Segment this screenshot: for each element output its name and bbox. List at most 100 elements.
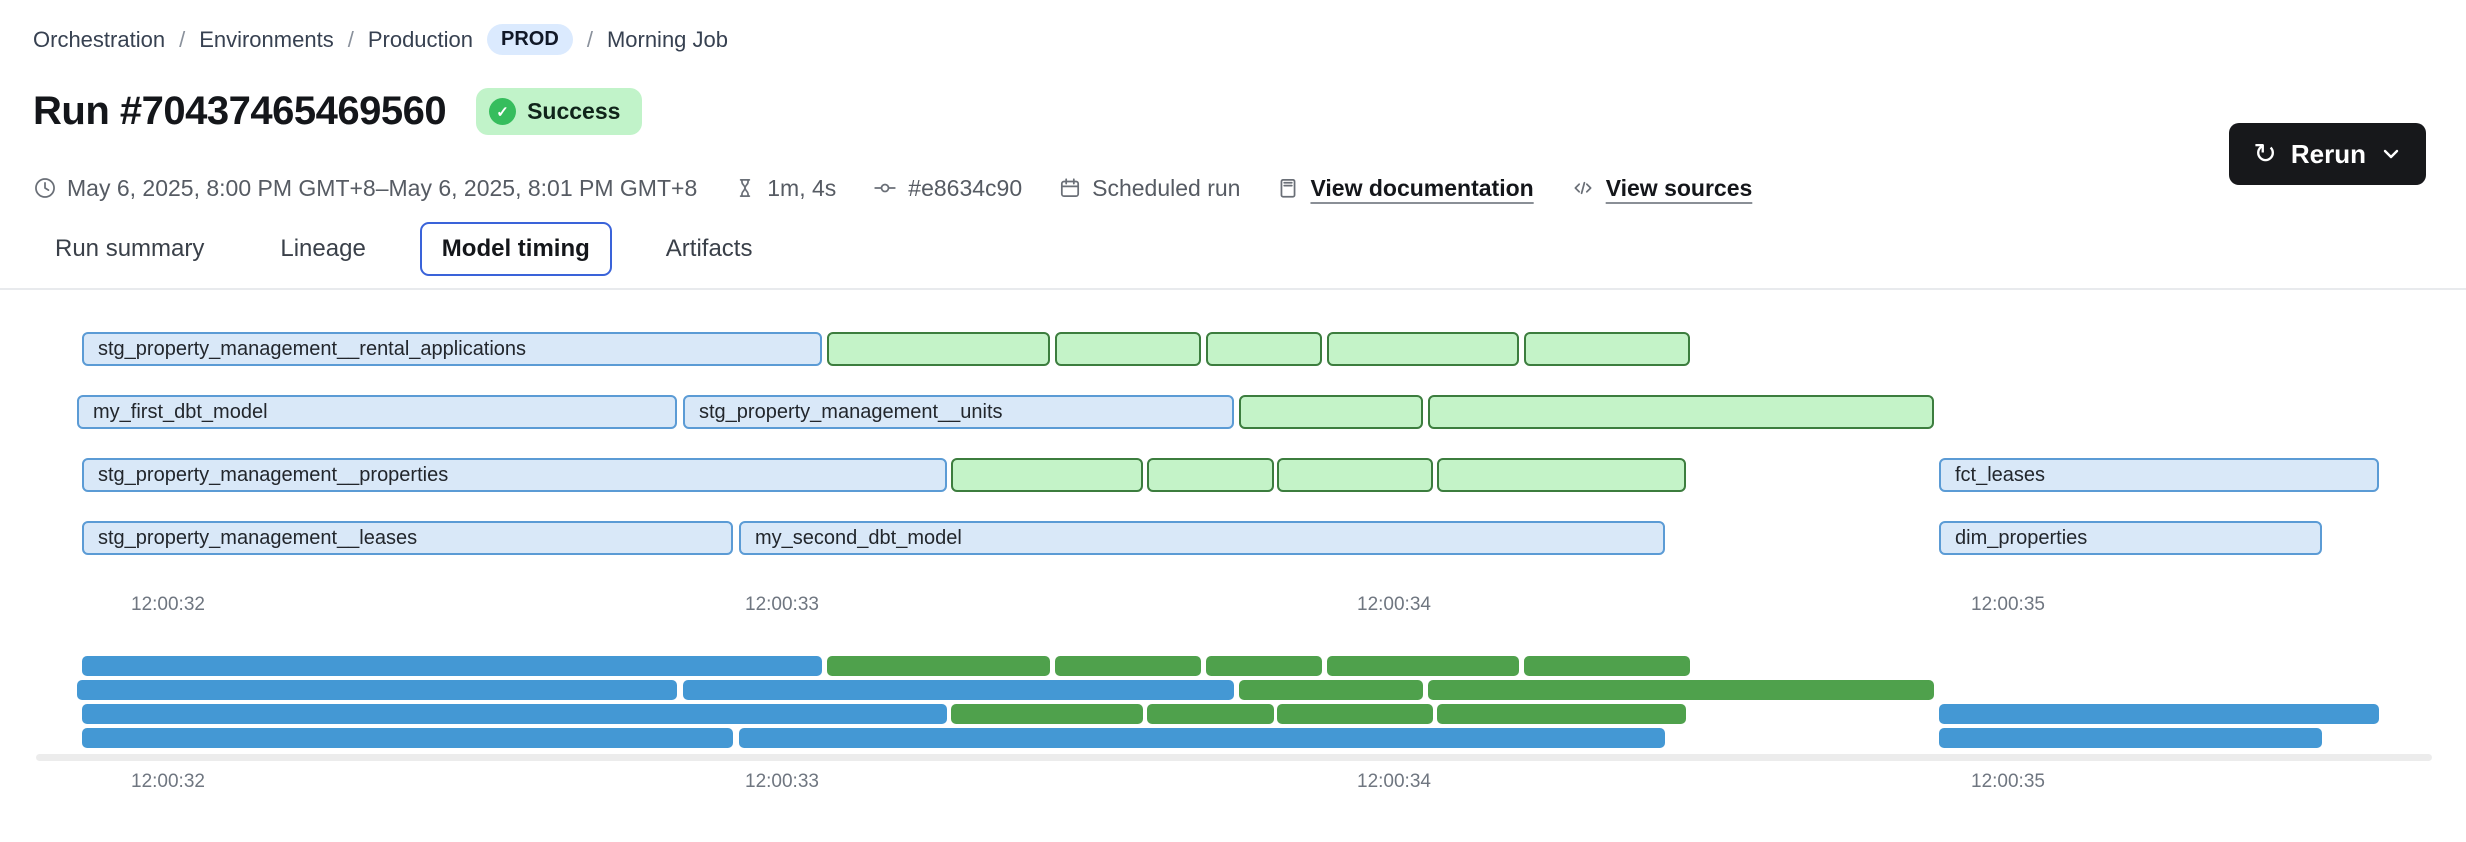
gantt-bar[interactable] [1437, 704, 1686, 724]
axis-tick-12-00-32: 12:00:32 [131, 771, 205, 792]
tab-model-timing[interactable]: Model timing [419, 222, 612, 276]
commit-icon [874, 183, 896, 193]
rerun-button[interactable]: ↻ Rerun [2229, 123, 2426, 185]
gantt-bar-label: stg_property_management__rental_applicat… [98, 338, 527, 360]
gantt-bar[interactable] [1147, 458, 1274, 492]
breadcrumb: Orchestration / Environments / Production PRO… [33, 24, 728, 55]
gantt-bar-stg-property-management-rental-applications[interactable] [82, 656, 822, 676]
env-badge-prod: PROD [487, 24, 573, 55]
gantt-bar[interactable] [1327, 656, 1519, 676]
run-trigger: Scheduled run [1058, 175, 1240, 202]
minimap-time-axis: 12:00:32 12:00:33 12:00:34 12:00:35 [0, 771, 2466, 797]
axis-tick-12-00-34: 12:00:34 [1357, 771, 1431, 792]
axis-tick-12-00-33: 12:00:33 [745, 594, 819, 615]
gantt-bar-dim-properties[interactable] [1939, 728, 2322, 748]
model-timing-chart: stg_property_management__rental_applicat… [0, 332, 2466, 592]
gantt-bar-stg-property-management-leases[interactable]: stg_property_management__leases [82, 521, 733, 555]
gantt-bar-my-first-dbt-model[interactable] [77, 680, 677, 700]
view-sources[interactable]: View sources [1570, 174, 1753, 202]
gantt-bar-stg-property-management-properties[interactable] [82, 704, 947, 724]
gantt-bar[interactable] [1524, 332, 1690, 366]
gantt-bar-stg-property-management-leases[interactable] [82, 728, 733, 748]
minimap-scrollbar-track[interactable] [36, 754, 2432, 761]
refresh-icon: ↻ [2253, 137, 2277, 170]
gantt-bar[interactable] [1239, 395, 1423, 429]
gantt-bar-stg-property-management-properties[interactable]: stg_property_management__properties [82, 458, 947, 492]
page-title: Run #70437465469560 [33, 89, 447, 133]
gantt-bar[interactable] [1206, 332, 1322, 366]
tab-divider [0, 288, 2466, 290]
gantt-bar[interactable] [1277, 458, 1433, 492]
view-sources-link[interactable]: View sources [1605, 174, 1753, 201]
breadcrumb-separator: / [179, 26, 186, 52]
breadcrumb-item-orchestration[interactable]: Orchestration [33, 26, 166, 52]
status-badge: ✓ Success [476, 88, 643, 135]
run-duration-text: 1m, 4s [767, 174, 837, 201]
axis-tick-12-00-35: 12:00:35 [1971, 594, 2045, 615]
gantt-bar[interactable] [1524, 656, 1690, 676]
view-documentation[interactable]: View documentation [1276, 174, 1534, 202]
gantt-bar[interactable] [951, 458, 1143, 492]
breadcrumb-separator: / [586, 26, 593, 52]
commit-sha: #e8634c90 [872, 175, 1022, 202]
gantt-bar-label: fct_leases [1955, 464, 2046, 486]
run-metadata: May 6, 2025, 8:00 PM GMT+8–May 6, 2025, … [33, 168, 1752, 208]
breadcrumb-item-morning-job: Morning Job [606, 26, 729, 52]
run-time-range-text: May 6, 2025, 8:00 PM GMT+8–May 6, 2025, … [67, 174, 698, 201]
gantt-bar-label: dim_properties [1955, 527, 2088, 549]
gantt-bar[interactable] [1428, 680, 1934, 700]
document-icon [1281, 178, 1296, 198]
tab-run-summary[interactable]: Run summary [55, 235, 205, 262]
gantt-bar-my-first-dbt-model[interactable]: my_first_dbt_model [77, 395, 677, 429]
tab-artifacts[interactable]: Artifacts [665, 235, 753, 262]
gantt-bar[interactable] [1437, 458, 1686, 492]
gantt-bar[interactable] [827, 332, 1050, 366]
gantt-bar[interactable] [1206, 656, 1322, 676]
run-duration: 1m, 4s [733, 175, 836, 202]
gantt-bar-label: my_first_dbt_model [93, 401, 268, 423]
gantt-bar-label: stg_property_management__units [699, 401, 1003, 423]
clock-icon [35, 178, 55, 198]
gantt-bar-label: stg_property_management__properties [98, 464, 449, 486]
view-documentation-link[interactable]: View documentation [1310, 174, 1534, 201]
gantt-bar[interactable] [827, 656, 1050, 676]
status-badge-label: Success [527, 98, 621, 124]
run-header: Run #70437465469560 ✓ Success [33, 88, 643, 135]
gantt-bar-my-second-dbt-model[interactable]: my_second_dbt_model [739, 521, 1665, 555]
gantt-bar[interactable] [1277, 704, 1433, 724]
breadcrumb-separator: / [347, 26, 354, 52]
hourglass-icon [740, 178, 751, 198]
gantt-bar[interactable] [1327, 332, 1519, 366]
gantt-bar[interactable] [951, 704, 1143, 724]
gantt-bar-fct-leases[interactable]: fct_leases [1939, 458, 2379, 492]
check-icon: ✓ [489, 98, 517, 125]
gantt-bar[interactable] [1147, 704, 1274, 724]
gantt-bar-stg-property-management-rental-applications[interactable]: stg_property_management__rental_applicat… [82, 332, 822, 366]
gantt-bar-fct-leases[interactable] [1939, 704, 2379, 724]
tab-bar: Run summary Lineage Model timing Artifacts [33, 222, 774, 276]
axis-tick-12-00-32: 12:00:32 [131, 594, 205, 615]
tab-lineage[interactable]: Lineage [280, 235, 366, 262]
axis-tick-12-00-35: 12:00:35 [1971, 771, 2045, 792]
gantt-bar-stg-property-management-units[interactable] [683, 680, 1234, 700]
chevron-down-icon [2383, 149, 2399, 159]
gantt-bar-dim-properties[interactable]: dim_properties [1939, 521, 2322, 555]
gantt-bar[interactable] [1055, 332, 1201, 366]
gantt-bar[interactable] [1055, 656, 1201, 676]
gantt-bar[interactable] [1428, 395, 1934, 429]
axis-tick-12-00-33: 12:00:33 [745, 771, 819, 792]
timing-minimap[interactable] [0, 656, 2466, 752]
breadcrumb-item-production[interactable]: Production [367, 26, 474, 52]
calendar-icon [1061, 178, 1080, 198]
gantt-bar-my-second-dbt-model[interactable] [739, 728, 1665, 748]
run-trigger-text: Scheduled run [1092, 174, 1241, 201]
gantt-bar-label: stg_property_management__leases [98, 527, 418, 549]
gantt-bar-label: my_second_dbt_model [755, 527, 962, 549]
commit-sha-text: #e8634c90 [908, 174, 1023, 201]
gantt-bar-stg-property-management-units[interactable]: stg_property_management__units [683, 395, 1234, 429]
gantt-bar[interactable] [1239, 680, 1423, 700]
breadcrumb-item-environments[interactable]: Environments [199, 26, 334, 52]
run-time-range: May 6, 2025, 8:00 PM GMT+8–May 6, 2025, … [33, 175, 697, 202]
